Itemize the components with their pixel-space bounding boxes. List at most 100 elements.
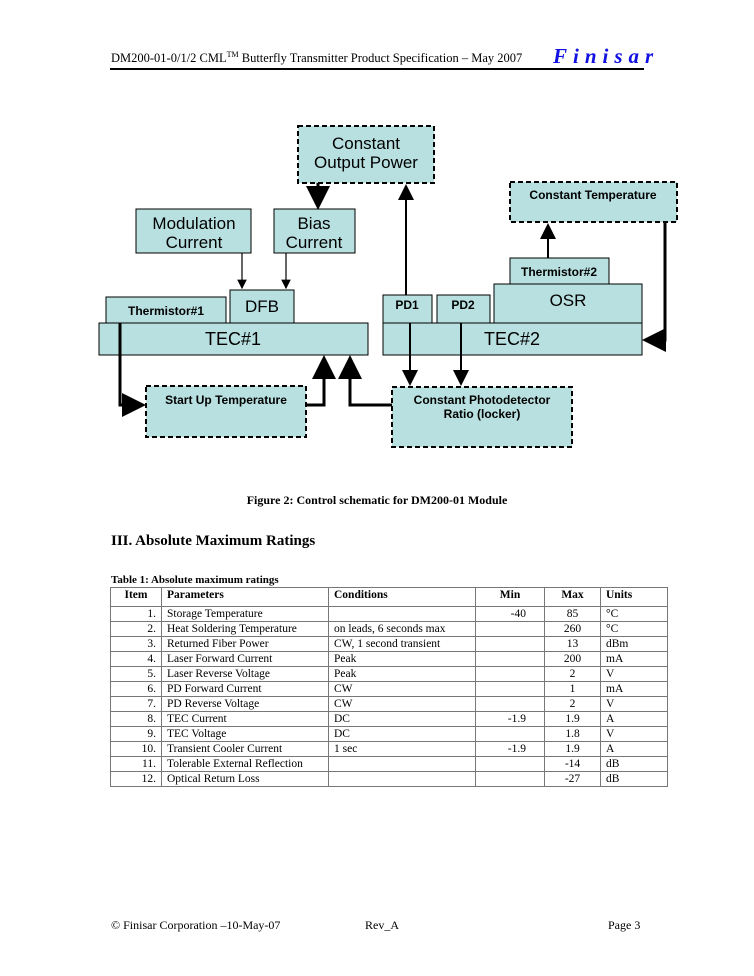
column-header: Item [110,587,162,607]
table-cell: Transient Cooler Current [161,741,329,757]
table-cell: °C [600,606,668,622]
tec1-label: TEC#1 [205,329,261,349]
table-cell [475,771,545,787]
table-cell: Optical Return Loss [161,771,329,787]
thermistor2-box [509,257,610,285]
column-header: Max [544,587,601,607]
table-cell [475,756,545,772]
table-cell [475,666,545,682]
finisar-logo: Finisar [553,44,660,68]
figure-caption: Figure 2: Control schematic for DM200-01… [246,493,508,507]
column-header: Conditions [328,587,476,607]
table-cell: TEC Current [161,711,329,727]
table-cell: 260 [544,621,601,637]
table-cell [328,756,476,772]
table-cell: dB [600,756,668,772]
table-cell: 2 [544,696,601,712]
table-cell: 1. [110,606,162,622]
constant-pd-ratio-label-2: Ratio (locker) [444,407,521,421]
modulation-current-label: Modulation [152,214,235,233]
header-title: DM200-01-0/1/2 CMLTM Butterfly Transmitt… [111,50,523,66]
table-cell: 9. [110,726,162,742]
table-cell [475,651,545,667]
table-cell: °C [600,621,668,637]
table-cell [475,636,545,652]
constant-output-power-label: Constant [332,134,400,153]
table-cell: mA [600,681,668,697]
table-cell: dBm [600,636,668,652]
constant-output-power-box [297,125,435,184]
table-cell: 85 [544,606,601,622]
header-rule [110,68,644,70]
table-cell: PD Forward Current [161,681,329,697]
bias-current-label: Bias [297,214,330,233]
tec2-label: TEC#2 [484,329,540,349]
constant-temperature-box [509,181,678,223]
tec1-box [98,322,369,356]
footer-copyright: © Finisar Corporation –10-May-07 [111,918,281,932]
table-cell: on leads, 6 seconds max [328,621,476,637]
thermistor1-box [105,296,227,324]
constant-pd-ratio-label: Constant Photodetector [414,393,551,407]
table-cell: 1.9 [544,741,601,757]
table-cell: -27 [544,771,601,787]
table-cell: Peak [328,666,476,682]
pd2-label: PD2 [451,298,475,312]
table-cell: 12. [110,771,162,787]
table-cell: CW [328,681,476,697]
pd1-label: PD1 [395,298,419,312]
table-cell: Laser Reverse Voltage [161,666,329,682]
table-cell: 1 sec [328,741,476,757]
table-cell: 4. [110,651,162,667]
table-cell: Laser Forward Current [161,651,329,667]
section-title: III. Absolute Maximum Ratings [111,533,316,549]
table-caption: Table 1: Absolute maximum ratings [111,574,279,586]
table-cell: A [600,741,668,757]
table-cell: 200 [544,651,601,667]
column-header: Parameters [161,587,329,607]
startup-temperature-label: Start Up Temperature [165,393,287,407]
table-cell: Tolerable External Reflection [161,756,329,772]
table-cell [328,771,476,787]
column-header: Min [475,587,545,607]
table-cell: 1 [544,681,601,697]
table-cell: -40 [475,606,545,622]
bias-current-label-2: Current [286,233,343,252]
table-cell: 7. [110,696,162,712]
table-cell: dB [600,771,668,787]
table-cell [475,726,545,742]
table-cell: 8. [110,711,162,727]
table-cell: -1.9 [475,741,545,757]
table-cell: CW [328,696,476,712]
tec2-box [382,322,643,356]
footer-page-number: Page 3 [608,918,641,932]
table-cell: mA [600,651,668,667]
table-cell: 13 [544,636,601,652]
dfb-box [229,289,295,324]
table-cell [328,606,476,622]
table-cell: Heat Soldering Temperature [161,621,329,637]
table-cell [475,696,545,712]
table-cell: CW, 1 second transient [328,636,476,652]
table-cell: 2 [544,666,601,682]
constant-pd-ratio-box [391,386,573,448]
footer-revision: Rev_A [365,918,399,932]
table-cell: Peak [328,651,476,667]
table-cell: 6. [110,681,162,697]
table-cell: -14 [544,756,601,772]
table-cell: 5. [110,666,162,682]
table-cell [475,621,545,637]
constant-output-power-label-2: Output Power [314,153,418,172]
table-cell: 11. [110,756,162,772]
